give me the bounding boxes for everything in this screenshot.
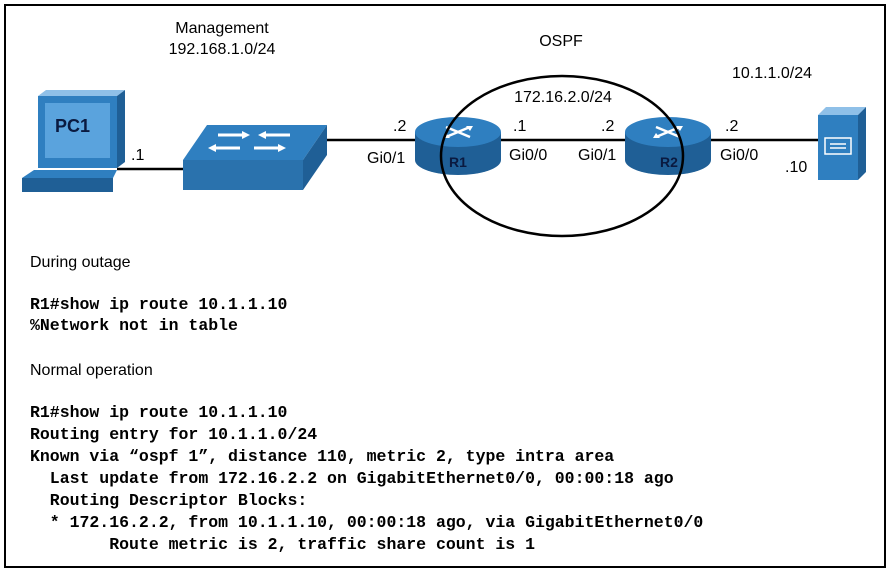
r2-left-ip: .2 bbox=[601, 118, 615, 135]
management-subnet: 192.168.1.0/24 bbox=[168, 41, 276, 58]
figure-frame bbox=[4, 4, 886, 568]
ospf-area-ellipse bbox=[439, 74, 685, 238]
r2-right-ip: .2 bbox=[725, 118, 739, 135]
server-subnet: 10.1.1.0/24 bbox=[731, 65, 813, 82]
management-title: Management bbox=[175, 20, 269, 37]
normal-line: * 172.16.2.2, from 10.1.1.10, 00:00:18 a… bbox=[30, 513, 704, 532]
normal-line: Known via “ospf 1”, distance 110, metric… bbox=[30, 447, 615, 466]
r2-left-interface: Gi0/1 bbox=[578, 147, 617, 164]
r2-right-interface: Gi0/0 bbox=[720, 147, 759, 164]
r1-right-interface: Gi0/0 bbox=[509, 147, 548, 164]
server-ip: .10 bbox=[785, 159, 808, 176]
normal-line: R1#show ip route 10.1.1.10 bbox=[30, 403, 288, 422]
outage-heading: During outage bbox=[30, 254, 131, 271]
pc1-label: PC1 bbox=[55, 116, 91, 136]
outage-line: R1#show ip route 10.1.1.10 bbox=[30, 295, 288, 314]
switch-icon bbox=[183, 125, 327, 190]
r2-label: R2 bbox=[660, 154, 678, 170]
router-r2-icon bbox=[625, 117, 711, 175]
r1-label: R1 bbox=[449, 154, 467, 170]
normal-line: Route metric is 2, traffic share count i… bbox=[30, 535, 535, 554]
transit-subnet: 172.16.2.0/24 bbox=[514, 89, 612, 106]
r1-right-ip: .1 bbox=[513, 118, 527, 135]
ospf-label: OSPF bbox=[539, 33, 583, 50]
normal-line: Routing entry for 10.1.1.0/24 bbox=[30, 425, 318, 444]
r1-left-ip: .2 bbox=[393, 118, 407, 135]
r1-left-interface: Gi0/1 bbox=[367, 150, 406, 167]
normal-heading: Normal operation bbox=[30, 362, 153, 379]
outage-line: %Network not in table bbox=[30, 316, 238, 335]
pc1-icon bbox=[22, 90, 125, 192]
router-r1-icon bbox=[415, 117, 501, 175]
server-icon bbox=[818, 107, 866, 180]
pc1-ip: .1 bbox=[131, 147, 145, 164]
normal-line: Routing Descriptor Blocks: bbox=[30, 491, 308, 510]
normal-line: Last update from 172.16.2.2 on GigabitEt… bbox=[30, 469, 674, 488]
